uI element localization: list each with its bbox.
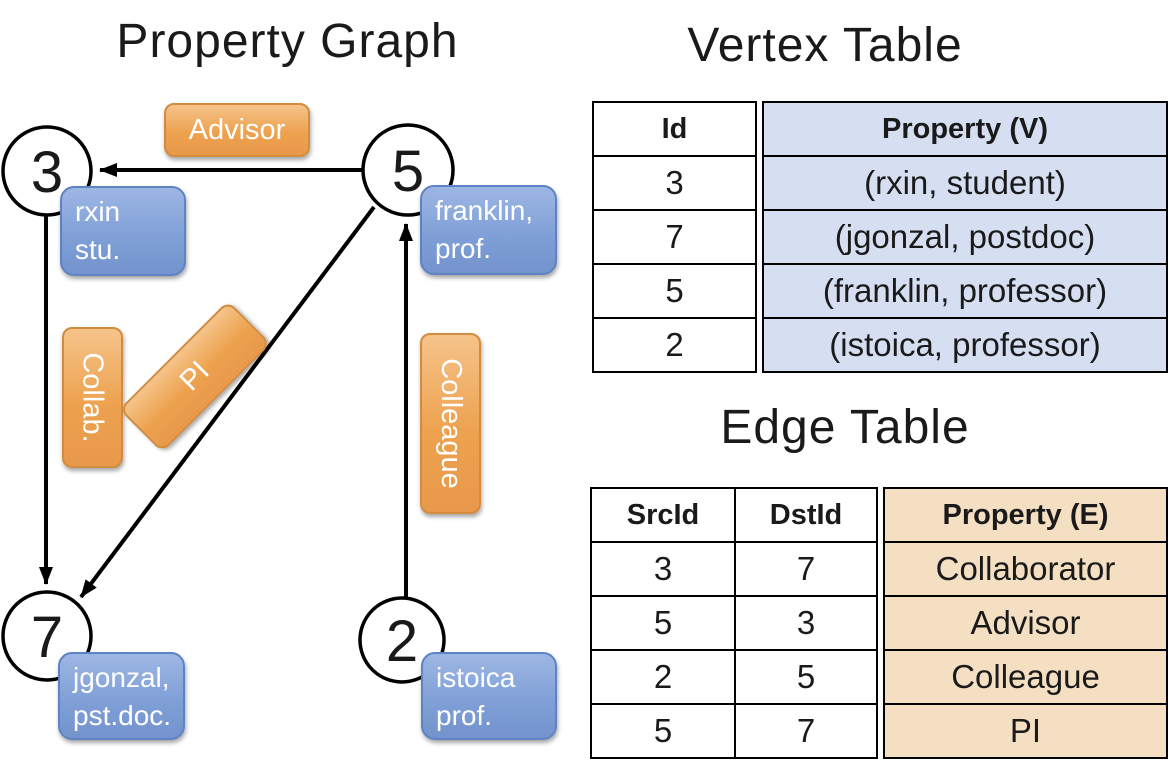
vertex-property-box-istoica: istoica prof. xyxy=(421,652,557,740)
vertex-table-property-cell: (rxin, student) xyxy=(764,157,1166,211)
vertex-table-id-cell: 7 xyxy=(594,211,755,265)
vertex-table-id-cell: 5 xyxy=(594,265,755,319)
vertex-table-id-cell: 2 xyxy=(665,326,684,363)
edge-table-dst-cell: 7 xyxy=(734,705,876,757)
edge-label-collab: Collab. xyxy=(62,327,123,468)
edge-table-property-cell: Collaborator xyxy=(885,543,1166,597)
edge-table-src-header: SrcId xyxy=(626,498,700,531)
edge-label-pi-text: PI xyxy=(173,355,216,398)
vertex-property-franklin-line2: prof. xyxy=(435,233,492,264)
vertex-property-jgonzal-line2: pst.doc. xyxy=(73,700,172,731)
vertex-property-rxin-line2: stu. xyxy=(75,234,121,265)
vertex-table-id-column: Id 3 7 5 2 xyxy=(592,101,757,373)
edge-table-dst-cell: 7 xyxy=(734,543,876,595)
vertex-property-jgonzal-line1: jgonzal, xyxy=(73,662,170,693)
edge-table-src-cell: 3 xyxy=(653,550,673,587)
edge-table-property-cell: PI xyxy=(885,705,1166,757)
vertex-table-property-cell: (istoica, professor) xyxy=(764,319,1166,371)
vertex-table-id-cell: 3 xyxy=(594,157,755,211)
vertex-property-box-franklin: franklin, prof. xyxy=(420,185,557,275)
edge-label-advisor: Advisor xyxy=(164,103,310,157)
edge-table-src-cell: 5 xyxy=(653,604,673,641)
edge-table-property-cell: Colleague xyxy=(885,651,1166,705)
vertex-property-franklin-line1: franklin, xyxy=(435,195,534,226)
edge-label-collab-text: Collab. xyxy=(77,352,109,443)
edge-table-title: Edge Table xyxy=(720,401,970,454)
edge-table-dst-cell: 5 xyxy=(734,651,876,703)
vertex-property-box-rxin: rxin stu. xyxy=(60,186,186,276)
edge-table-id-columns: SrcId DstId 3 7 5 3 2 5 5 7 xyxy=(590,487,878,759)
vertex-table-id-header: Id xyxy=(594,103,755,157)
node-label-5: 5 xyxy=(392,139,424,204)
edge-label-colleague-text: Colleague xyxy=(435,358,468,489)
vertex-table-property-column: Property (V) (rxin, student) (jgonzal, p… xyxy=(762,101,1168,373)
vertex-property-istoica-line1: istoica xyxy=(436,662,516,693)
vertex-table-property-cell: (jgonzal, postdoc) xyxy=(764,211,1166,265)
vertex-table-title: Vertex Table xyxy=(687,19,963,72)
node-label-3: 3 xyxy=(31,140,63,205)
edge-pi-5-to-7 xyxy=(79,205,376,599)
property-graph-title: Property Graph xyxy=(116,15,459,68)
vertex-property-istoica-line2: prof. xyxy=(436,700,493,731)
vertex-table-property-cell: (franklin, professor) xyxy=(764,265,1166,319)
edge-table-dst-cell: 3 xyxy=(734,597,876,649)
edge-table-src-cell: 2 xyxy=(653,658,673,695)
node-label-7: 7 xyxy=(31,605,63,670)
vertex-property-rxin-line1: rxin xyxy=(75,196,121,227)
edge-table-property-header: Property (E) xyxy=(885,489,1166,543)
edge-label-colleague: Colleague xyxy=(420,333,481,514)
edge-table-property-cell: Advisor xyxy=(885,597,1166,651)
node-label-2: 2 xyxy=(386,609,418,674)
edge-table-src-cell: 5 xyxy=(653,712,673,749)
vertex-table-property-header: Property (V) xyxy=(764,103,1166,157)
edge-table-dst-header: DstId xyxy=(734,489,876,541)
edge-table-property-column: Property (E) Collaborator Advisor Collea… xyxy=(883,487,1168,759)
vertex-property-box-jgonzal: jgonzal, pst.doc. xyxy=(58,652,185,740)
edge-label-advisor-text: Advisor xyxy=(188,113,286,146)
